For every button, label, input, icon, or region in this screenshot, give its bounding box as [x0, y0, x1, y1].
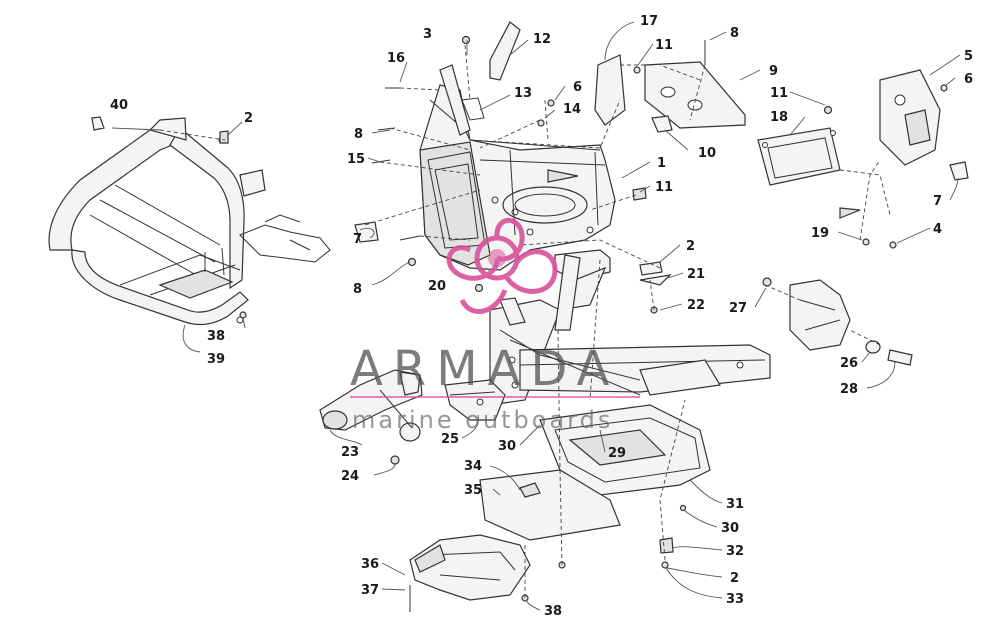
callout-35: 35 [464, 483, 482, 498]
callout-32: 32 [726, 544, 744, 559]
callout-10: 10 [698, 146, 716, 161]
watermark: ARMADA marine outboards [350, 217, 640, 434]
callout-8: 8 [730, 26, 739, 41]
callout-labels: 40 2 38 39 3 16 12 13 6 14 8 15 7 8 20 1… [110, 14, 973, 619]
mount-plate [644, 61, 746, 133]
callout-11: 11 [770, 86, 788, 101]
callout-30: 30 [498, 439, 516, 454]
front-bumper [48, 117, 331, 326]
callout-38: 38 [544, 604, 562, 619]
bottom-guard [409, 534, 531, 601]
callout-12: 12 [533, 32, 551, 47]
electronic-module [757, 127, 841, 186]
armada-logo [446, 217, 558, 314]
callout-19: 19 [811, 226, 829, 241]
callout-27: 27 [729, 301, 747, 316]
callout-21: 21 [687, 267, 705, 282]
callout-15: 15 [347, 152, 365, 167]
callout-8: 8 [354, 127, 363, 142]
callout-18: 18 [770, 110, 788, 125]
callout-24: 24 [341, 469, 359, 484]
callout-26: 26 [840, 356, 858, 371]
callout-23: 23 [341, 445, 359, 460]
callout-8: 8 [353, 282, 362, 297]
callout-5: 5 [964, 49, 973, 64]
side-bracket [461, 21, 626, 126]
callout-22: 22 [687, 298, 705, 313]
callout-16: 16 [387, 51, 405, 66]
watermark-word: ARMADA [350, 341, 619, 397]
callout-30: 30 [721, 521, 739, 536]
callout-2: 2 [244, 111, 253, 126]
callout-29: 29 [608, 446, 626, 461]
callout-36: 36 [361, 557, 379, 572]
callout-3: 3 [423, 27, 432, 42]
callout-13: 13 [514, 86, 532, 101]
callout-31: 31 [726, 497, 744, 512]
callout-1: 1 [657, 156, 666, 171]
callout-7: 7 [353, 232, 362, 247]
right-mount-bracket [839, 69, 941, 216]
callout-34: 34 [464, 459, 482, 474]
callout-37: 37 [361, 583, 379, 598]
callout-39: 39 [207, 352, 225, 367]
lower-frame-rails [489, 249, 771, 406]
rear-frame-section [789, 279, 913, 366]
callout-11: 11 [655, 180, 673, 195]
callout-40: 40 [110, 98, 128, 113]
callout-28: 28 [840, 382, 858, 397]
skid-plate-upper [539, 404, 711, 496]
callout-20: 20 [428, 279, 446, 294]
callout-38: 38 [207, 329, 225, 344]
callout-9: 9 [769, 64, 778, 79]
callout-2: 2 [730, 571, 739, 586]
skid-plate-lower [479, 469, 621, 541]
callout-17: 17 [640, 14, 658, 29]
hardware [91, 35, 969, 612]
front-frame-bulkhead [419, 64, 616, 271]
callout-7: 7 [933, 194, 942, 209]
callout-14: 14 [563, 102, 581, 117]
callout-2: 2 [686, 239, 695, 254]
front-support-bracket-right [444, 379, 506, 421]
callout-11: 11 [655, 38, 673, 53]
leader-lines [111, 21, 961, 611]
callout-6: 6 [573, 80, 582, 95]
callout-6: 6 [964, 72, 973, 87]
callout-25: 25 [441, 432, 459, 447]
watermark-subtitle: marine outboards [352, 406, 613, 434]
callout-4: 4 [933, 222, 942, 237]
callout-33: 33 [726, 592, 744, 607]
